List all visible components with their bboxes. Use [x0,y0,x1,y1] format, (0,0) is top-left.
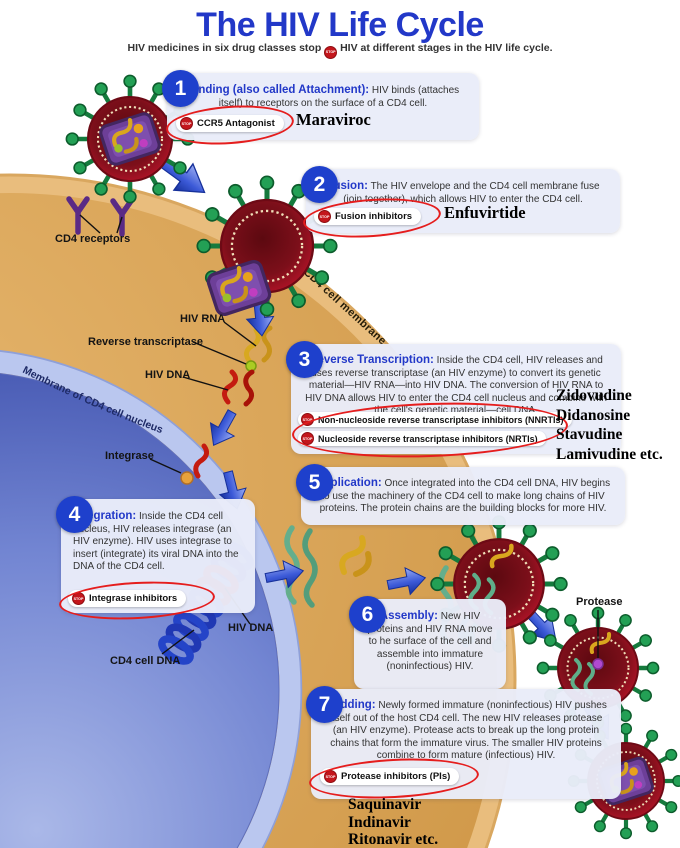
stop-icon: STOP [324,45,338,59]
stop-icon: STOP [301,432,314,445]
protease-label: Protease [576,596,623,608]
step-3-nrti-pill: STOP Nucleoside reverse transcriptase in… [298,431,546,446]
step-2-number: 2 [301,166,338,203]
step-7-drug-notes: Saquinavir Indinavir Ritonavir etc. [348,796,439,848]
stop-icon: STOP [324,770,337,783]
step-6-title: Assembly: [379,610,438,622]
step-3-title: Reverse Transcription: [309,354,434,366]
integrase-enzyme [180,471,194,485]
stop-icon: STOP [318,210,331,223]
reverse-transcriptase-enzyme [245,360,257,372]
page-title: The HIV Life Cycle [196,6,484,44]
step-7-number: 7 [306,686,343,723]
protein-chains-left [284,525,372,608]
step-1-title: Binding (also called Attachment): [186,84,370,96]
step-4-body: Inside the CD4 cell nucleus, HIV release… [73,511,239,573]
step-1-body: HIV binds (attaches itself) to receptors… [218,85,460,109]
integrase-site [180,443,210,485]
step-7-body: Newly formed immature (noninfectious) HI… [329,700,607,762]
reverse-transcriptase-label: Reverse transcriptase [88,336,203,348]
hiv-rna-label: HIV RNA [180,313,226,325]
protease-enzyme [592,658,604,670]
step-4-number: 4 [56,496,93,533]
stop-icon: STOP [301,413,314,426]
step-3-number: 3 [286,341,323,378]
page-subtitle: HIV medicines in six drug classes stop S… [0,42,680,59]
step-2-fusion-box: Fusion: The HIV envelope and the CD4 cel… [306,169,620,233]
step-6-number: 6 [349,596,386,633]
cd4-receptors-label: CD4 receptors [55,233,131,245]
step-5-body: Once integrated into the CD4 cell DNA, H… [319,478,611,515]
step-1-number: 1 [162,70,199,107]
step-6-body: New HIV proteins and HIV RNA move to he … [367,611,493,673]
hiv-dna-helix-label: HIV DNA [228,622,274,634]
integrase-label: Integrase [105,450,154,462]
step-2-drug-class-pill: STOP Fusion inhibitors [314,208,422,225]
stop-icon: STOP [72,592,85,605]
hiv-dna-label: HIV DNA [145,369,191,381]
step-1-drug-note: Maraviroc [296,110,371,129]
hiv-rna-molecule [244,325,273,365]
step-3-nnrti-pill: STOP Non-nucleoside reverse transcriptas… [298,412,572,427]
step-2-body: The HIV envelope and the CD4 cell membra… [343,181,600,205]
step-4-drug-class-pill: STOP Integrase inhibitors [68,590,187,607]
hiv-dna-molecule [222,369,255,407]
stop-icon: STOP [180,117,193,130]
step-5-number: 5 [296,464,333,501]
step-7-drug-class-pill: STOP Protease inhibitors (PIs) [320,768,460,785]
step-3-drug-notes: Zidovudine Didanosine Stavudine Lamivudi… [556,387,663,463]
step-1-drug-class-pill: STOP CCR5 Antagonist [176,115,284,132]
cd4-cell-dna-label: CD4 cell DNA [110,655,181,667]
immature-hiv-virion [537,607,658,728]
step-5-replication-box: Replication: Once integrated into the CD… [301,467,625,525]
step-3-body: Inside the CD4 cell, HIV releases and us… [305,355,607,417]
step-2-drug-note: Enfuvirtide [444,203,526,222]
